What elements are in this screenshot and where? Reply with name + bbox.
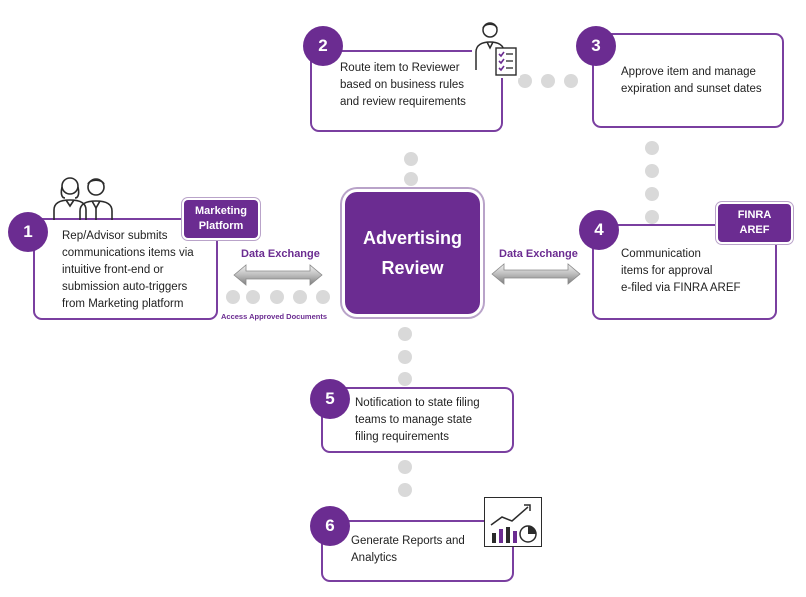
double-arrow-right — [491, 263, 581, 285]
step-4-text: Communication items for approval e-filed… — [621, 248, 741, 294]
step-6-number: 6 — [310, 506, 350, 546]
connector-dot — [518, 74, 532, 88]
step-2-text: Route item to Reviewer based on business… — [340, 62, 466, 108]
step-5-number: 5 — [310, 379, 350, 419]
connector-dot — [316, 290, 330, 304]
data-exchange-left-label: Data Exchange — [241, 248, 320, 260]
step-1-number: 1 — [8, 212, 48, 252]
connector-dot — [398, 483, 412, 497]
advertising-review-center: Advertising Review — [345, 192, 480, 314]
step-2-box — [310, 50, 503, 132]
step-4-number: 4 — [579, 210, 619, 250]
step-5-box — [321, 387, 514, 453]
data-exchange-right-label: Data Exchange — [499, 248, 578, 260]
connector-dot — [398, 327, 412, 341]
reviewer-icon — [472, 20, 520, 78]
analytics-icon — [484, 497, 542, 547]
step-3-number: 3 — [576, 26, 616, 66]
connector-dot — [398, 350, 412, 364]
connector-dot — [293, 290, 307, 304]
connector-dot — [404, 152, 418, 166]
connector-dot — [645, 164, 659, 178]
connector-dot — [645, 187, 659, 201]
finra-aref-tag: FINRA AREF — [718, 204, 791, 242]
step-3-box — [592, 33, 784, 128]
connector-dot — [645, 141, 659, 155]
connector-dot — [541, 74, 555, 88]
step-1-text: Rep/Advisor submits communications items… — [62, 230, 194, 310]
access-approved-documents-label: Access Approved Documents — [221, 312, 328, 321]
step-6-text: Generate Reports and Analytics — [351, 535, 465, 564]
connector-dot — [564, 74, 578, 88]
connector-dot — [645, 210, 659, 224]
connector-dot — [226, 290, 240, 304]
step-6-box — [321, 520, 514, 582]
step-3-text: Approve item and manage expiration and s… — [621, 66, 762, 95]
connector-dot — [398, 372, 412, 386]
step-5-text: Notification to state filing teams to ma… — [355, 397, 480, 443]
connector-dot — [246, 290, 260, 304]
people-icon — [53, 177, 113, 220]
double-arrow-left — [233, 264, 323, 286]
connector-dot — [270, 290, 284, 304]
connector-dot — [398, 460, 412, 474]
step-2-number: 2 — [303, 26, 343, 66]
connector-dot — [404, 172, 418, 186]
marketing-platform-tag: Marketing Platform — [184, 200, 258, 238]
